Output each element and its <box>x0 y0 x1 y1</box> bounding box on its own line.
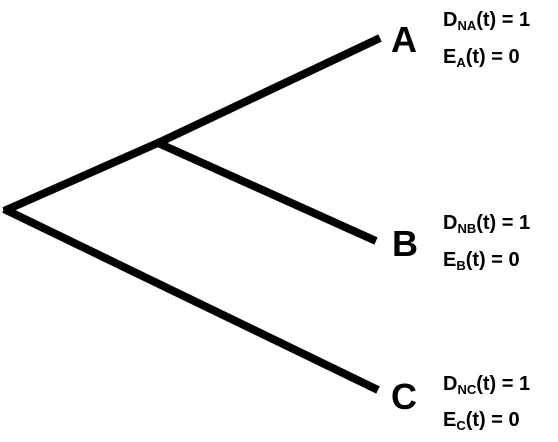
branch-root-to-c <box>2 205 380 394</box>
branch-root-to-internal <box>2 138 162 215</box>
leaf-c: C DNC(t) = 1 EC(t) = 0 <box>391 373 530 433</box>
leaf-a-d-equation: DNA(t) = 1 <box>443 9 530 33</box>
leaf-a-e-equation: EA(t) = 0 <box>443 46 520 70</box>
leaf-label-a: A <box>391 19 417 60</box>
leaf-a: A DNA(t) = 1 EA(t) = 0 <box>391 9 530 70</box>
branch-internal-to-b <box>156 139 378 245</box>
tree-branches <box>2 34 382 394</box>
leaf-b-e-equation: EB(t) = 0 <box>443 249 520 273</box>
leaf-b: B DNB(t) = 1 EB(t) = 0 <box>392 212 530 273</box>
leaf-label-c: C <box>391 376 417 417</box>
branch-internal-to-a <box>156 34 382 147</box>
leaf-label-b: B <box>392 223 418 264</box>
leaf-c-e-equation: EC(t) = 0 <box>443 409 520 433</box>
leaf-c-d-equation: DNC(t) = 1 <box>443 373 530 397</box>
leaf-b-d-equation: DNB(t) = 1 <box>443 212 530 236</box>
